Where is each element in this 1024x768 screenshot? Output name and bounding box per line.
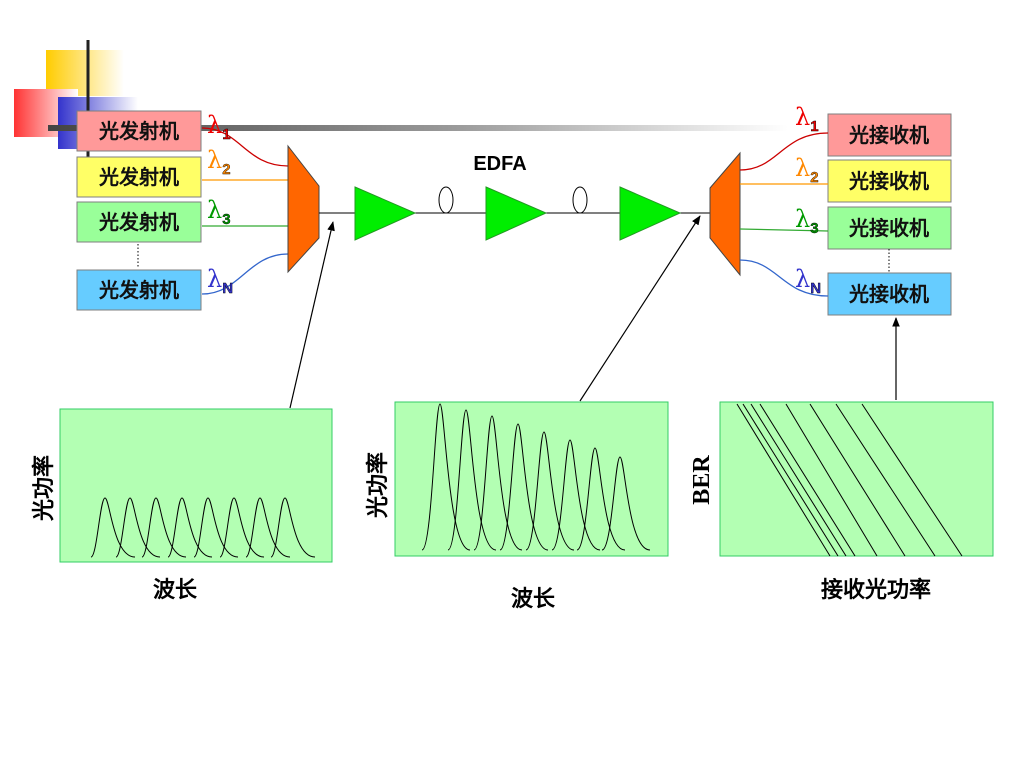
edfa-amplifier [354, 186, 417, 241]
ber-curve [835, 403, 936, 557]
fiber-spool [572, 186, 588, 214]
multiplexer [287, 144, 320, 274]
spectrum-peak [219, 497, 265, 558]
edfa-amplifier [619, 186, 682, 241]
receiver-box [827, 113, 952, 157]
deco-horizontal-bar [48, 125, 788, 131]
lambda-label-rx: λN [795, 265, 821, 297]
spectrum-peak [141, 497, 187, 558]
transmitter-label: 光发射机 [98, 119, 179, 143]
demultiplexer [709, 151, 741, 277]
edfa-title: EDFA [473, 153, 526, 175]
deco-yellow-block [46, 50, 124, 96]
lambda-label-tx: λN [207, 265, 233, 297]
spectrum-peak [193, 497, 239, 558]
lambda-label-rx: λ2 [795, 154, 819, 186]
x-axis-label: 波长 [153, 578, 198, 603]
receiver-label: 光接收机 [848, 282, 929, 306]
transmitter-group: 光发射机 λ1 光发射机 λ2 光发射机 λ3 光发射机 λN [76, 110, 289, 311]
optical-link [287, 144, 741, 277]
transmitter-label: 光发射机 [98, 210, 179, 234]
spectrum-peak [576, 447, 626, 551]
lambda-label-rx: λ3 [795, 205, 819, 237]
transmitter-box [76, 201, 202, 243]
receiver-fiber [739, 228, 829, 232]
lambda-label-tx: λ2 [207, 146, 231, 178]
fiber-spool [438, 186, 454, 214]
transmitter-fiber [201, 127, 289, 167]
lambda-label-rx: λ1 [795, 103, 819, 135]
graph-panel [394, 401, 669, 557]
receiver-label: 光接收机 [848, 123, 929, 147]
y-axis-label: 光功率 [31, 455, 57, 522]
ber-curve [750, 403, 847, 557]
graph-panel [59, 408, 333, 563]
arrow-to-mux [289, 221, 335, 409]
receiver-label: 光接收机 [848, 169, 929, 193]
ber-curve [759, 403, 856, 557]
ber-curve [736, 403, 831, 557]
receiver-box [827, 272, 952, 316]
y-axis-label: BER [689, 455, 715, 505]
spectrum-peak [525, 431, 575, 551]
spectrum-peak [115, 497, 161, 558]
receiver-box [827, 206, 952, 250]
receiver-group: 光接收机 λ1 光接收机 λ2 光接收机 λ3 光接收机 λN [739, 103, 952, 316]
transmitter-box [76, 110, 202, 152]
arrow-to-demux [579, 215, 701, 402]
receiver-fiber [739, 259, 829, 297]
transmitter-fiber [201, 253, 289, 295]
receiver-fiber [739, 132, 829, 171]
x-axis-label: 波长 [511, 587, 556, 612]
lambda-label-tx: λ1 [207, 111, 231, 143]
spectrum-peak [167, 497, 213, 558]
ber-curve [861, 403, 963, 557]
spectrum-peak [601, 456, 651, 551]
spectrum-peak [421, 403, 471, 551]
transmitter-box [76, 156, 202, 198]
transmitter-label: 光发射机 [98, 278, 179, 302]
spectrum-peak [473, 415, 523, 551]
ber-curve [785, 403, 878, 557]
spectrum-peak [447, 409, 497, 551]
receiver-label: 光接收机 [848, 216, 929, 240]
lambda-label-tx: λ3 [207, 196, 231, 228]
transmitter-box [76, 269, 202, 311]
ber-curve [809, 403, 906, 557]
spectrum-peak [270, 497, 316, 558]
y-axis-label: 光功率 [365, 452, 391, 519]
transmitter-label: 光发射机 [98, 165, 179, 189]
x-axis-label: 接收光功率 [821, 577, 931, 603]
ber-curve [742, 403, 839, 557]
receiver-box [827, 159, 952, 203]
edfa-amplifier [485, 186, 548, 241]
spectrum-panels: 光功率 光功率 BER 波长 波长 接收光功率 [31, 215, 994, 612]
